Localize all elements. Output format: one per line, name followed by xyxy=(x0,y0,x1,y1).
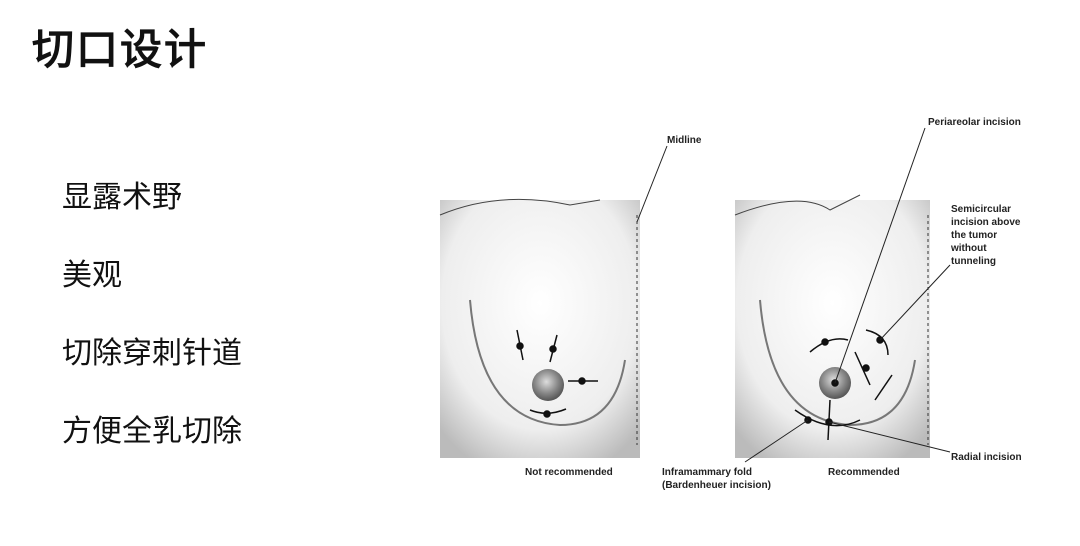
label-periareolar: Periareolar incision xyxy=(928,117,1021,128)
bullet-item: 显露术野 xyxy=(62,180,182,215)
label-semicircular: incision above xyxy=(951,217,1021,228)
label-semicircular: without xyxy=(950,243,987,254)
label-semicircular: Semicircular xyxy=(951,204,1011,215)
label-inframammary: (Bardenheuer incision) xyxy=(662,480,771,491)
label-inframammary: Inframammary fold xyxy=(662,467,752,478)
bullet-item: 美观 xyxy=(62,258,122,293)
label-semicircular: the tumor xyxy=(951,230,997,241)
label-not-recommended: Not recommended xyxy=(525,467,613,478)
bullet-item: 方便全乳切除 xyxy=(62,414,242,449)
label-radial: Radial incision xyxy=(951,452,1022,463)
slide-title: 切口设计 xyxy=(32,25,209,74)
bullet-item: 切除穿刺针道 xyxy=(62,336,242,371)
torso-recommended xyxy=(734,194,930,458)
label-semicircular: tunneling xyxy=(951,256,996,267)
torso-not-recommended xyxy=(439,198,640,458)
label-recommended: Recommended xyxy=(828,467,900,478)
label-midline: Midline xyxy=(667,135,702,146)
